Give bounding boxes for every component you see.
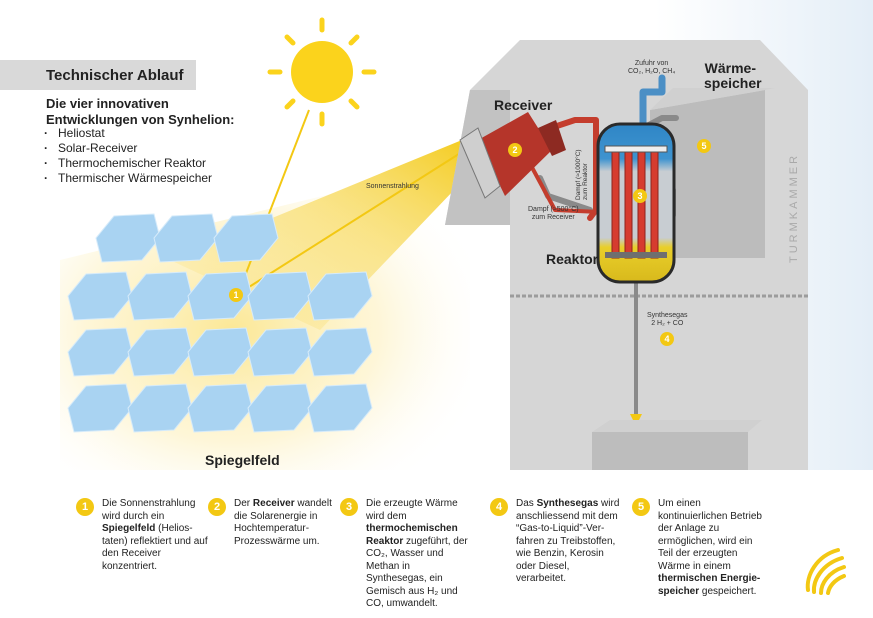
innovation-list: Heliostat Solar-Receiver Thermochemische… (44, 126, 212, 186)
heliostat-mirror (247, 271, 313, 321)
steam-hot-label-2: zum Reaktor (582, 162, 589, 200)
caption-number: 1 (76, 498, 94, 516)
steam-cold-label-line2: zum Receiver (531, 214, 575, 221)
product-block (592, 432, 748, 476)
heat-storage-top (650, 88, 775, 110)
feed-label-line1: Zufuhr von (634, 60, 669, 67)
marker-2: 2 (512, 145, 517, 155)
receiver-label: Receiver (494, 97, 553, 113)
caption-step-5: 5 Um einen kontinuierlichen Betrieb der … (632, 498, 764, 598)
product-block-top (592, 420, 762, 432)
caption-text: Die Sonnenstrahlung wird durch ein Spieg… (102, 498, 208, 572)
storage-label: Wärme- speicher (704, 60, 762, 91)
step-markers: 1 2 3 4 5 (229, 139, 711, 346)
page-title: Technischer Ablauf (46, 67, 184, 84)
feed-label: Zufuhr von CO₂, H₂O, CH₄ (628, 60, 675, 76)
list-item: Heliostat (44, 126, 212, 141)
reactor-label: Reaktor (546, 251, 599, 267)
heliostat-mirror (67, 327, 133, 377)
heliostat-mirror (187, 383, 253, 433)
intro-heading-line2: Entwicklungen von Synhelion: (46, 112, 235, 127)
list-item: Solar-Receiver (44, 141, 212, 156)
caption-step-1: 1 Die Sonnenstrahlung wird durch ein Spi… (76, 498, 208, 573)
storage-label-line1: Wärme- (704, 60, 756, 76)
caption-step-3: 3 Die erzeugte Wärme wird dem thermochem… (340, 498, 472, 611)
caption-number: 4 (490, 498, 508, 516)
sun-ray-reflected (237, 151, 463, 295)
marker-3: 3 (637, 191, 642, 201)
heliostat-mirror (213, 213, 279, 263)
heliostat-mirror (127, 271, 193, 321)
storage-label-line2: speicher (704, 75, 762, 91)
heliostat-mirror (247, 383, 313, 433)
caption-number: 5 (632, 498, 650, 516)
mirror-field-label: Spiegelfeld (205, 452, 280, 468)
intro-heading: Die vier innovativen Entwicklungen von S… (46, 96, 266, 128)
mirror-field (67, 213, 373, 433)
heliostat-mirror (127, 383, 193, 433)
list-item: Thermischer Wärmespeicher (44, 171, 212, 186)
intro-heading-line1: Die vier innovativen (46, 96, 169, 111)
syngas-label: Synthesegas 2 H₂ + CO (647, 312, 687, 328)
caption-text: Das Synthesegas wird anschliessend mit d… (516, 498, 620, 584)
sun-ray-incoming (237, 109, 310, 295)
steam-cold-label: Dampf (≈500°C) zum Receiver (528, 206, 579, 222)
heliostat-mirror (247, 327, 313, 377)
marker-1: 1 (233, 290, 238, 300)
heliostat-mirror (307, 327, 373, 377)
diagram-canvas: 1 2 3 4 5 TURMKAMMER Dampf (≈1000°C) zum… (0, 0, 873, 476)
marker-5: 5 (701, 141, 706, 151)
heliostat-mirror (187, 327, 253, 377)
heliostat-mirror (95, 213, 161, 263)
title-box (0, 60, 196, 90)
heat-storage (650, 90, 765, 258)
list-item: Thermochemischer Reaktor (44, 156, 212, 171)
heliostat-mirror (307, 271, 373, 321)
heliostat-mirror (67, 271, 133, 321)
synhelion-logo-icon (805, 548, 846, 595)
caption-text: Um einen kontinuierlichen Betrieb der An… (658, 498, 762, 597)
syngas-label-line2: 2 H₂ + CO (651, 320, 684, 327)
caption-number: 2 (208, 498, 226, 516)
heliostat-mirror (187, 271, 253, 321)
heliostat-mirror (67, 383, 133, 433)
caption-step-2: 2 Der Receiver wandelt die Solarenergie … (208, 498, 340, 548)
heliostat-mirror (307, 383, 373, 433)
caption-text: Der Receiver wandelt die Solarenergie in… (234, 498, 332, 547)
process-diagram: 1 2 3 4 5 TURMKAMMER Dampf (≈1000°C) zum… (0, 0, 873, 470)
caption-step-4: 4 Das Synthesegas wird anschliessend mit… (490, 498, 622, 586)
steam-hot-label-1: Dampf (≈1000°C) (574, 149, 582, 200)
marker-4: 4 (664, 334, 669, 344)
feed-label-line2: CO₂, H₂O, CH₄ (628, 68, 676, 75)
heliostat-mirror (127, 327, 193, 377)
syngas-label-line1: Synthesegas (647, 312, 688, 319)
sun-icon (267, 17, 377, 127)
heliostat-mirror (153, 213, 219, 263)
steam-cold-label-line1: Dampf (≈500°C) (528, 206, 579, 213)
reactor-tube-header-top (604, 145, 668, 153)
sun-radiation-label: Sonnenstrahlung (366, 183, 419, 190)
tower-label: TURMKAMMER (788, 153, 800, 263)
caption-row: 1 Die Sonnenstrahlung wird durch ein Spi… (0, 498, 873, 618)
reactor-tube-header-bottom (605, 252, 667, 258)
caption-number: 3 (340, 498, 358, 516)
caption-text: Die erzeugte Wärme wird dem thermochemis… (366, 498, 468, 609)
